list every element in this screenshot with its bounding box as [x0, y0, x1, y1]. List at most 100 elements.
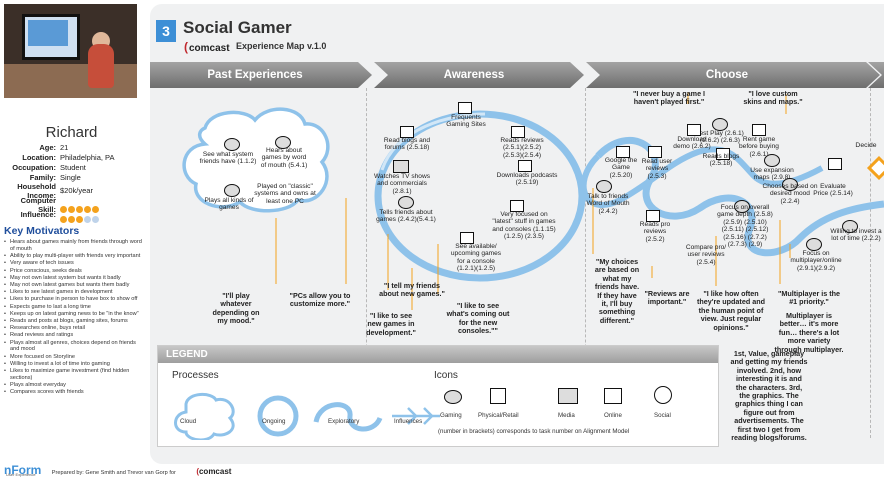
phase-awareness-bar	[374, 62, 584, 88]
key-motivator-item: Researches online, buys retail	[4, 325, 142, 332]
online-icon	[400, 126, 414, 138]
online-icon	[616, 146, 630, 158]
media-icon	[393, 160, 409, 173]
location-label: Location:	[22, 153, 56, 162]
physical-retail-icon	[460, 232, 474, 244]
cloud-symbol	[174, 393, 235, 440]
comcast-logo: (comcast	[184, 40, 230, 54]
family-label: Family:	[29, 173, 56, 182]
key-motivator-item: More focused on Storyline	[4, 354, 142, 361]
physical-retail-icon	[490, 388, 506, 404]
phase-past-bar	[150, 62, 372, 88]
key-motivators-list: Hears about games mainly from friends th…	[4, 239, 142, 397]
rating-dot	[68, 216, 75, 223]
icon-label-physical-retail: Physical/Retail	[478, 412, 519, 419]
gaming-icon	[806, 238, 822, 251]
online-icon	[687, 124, 701, 136]
process-label-exploratory: Exploratory	[328, 418, 360, 425]
choose-item: Focus on overall game depth (2.5.8)(2.5.…	[717, 204, 773, 249]
awareness-quote: "I like to see new games in development.…	[366, 311, 416, 337]
processes-title: Processes	[172, 370, 219, 381]
awareness-item: Read blogs and forums (2.5.18)	[383, 137, 431, 152]
past-experience-cloud	[182, 107, 330, 213]
choose-item: Use expansion maps (2.9.8)	[750, 167, 794, 182]
rating-dot	[92, 216, 99, 223]
key-motivator-item: Likes to see latest games in development	[4, 289, 142, 296]
rating-dot	[76, 206, 83, 213]
map-title: Social Gamer	[183, 18, 292, 37]
key-motivator-item: Plays almost all genres, choices depend …	[4, 340, 142, 354]
influence-label: Influence:	[20, 210, 56, 219]
social-icon	[275, 136, 291, 149]
choose-item: Willing to invest a lot of time (2.2.2)	[830, 228, 882, 243]
phase-arrows	[150, 62, 884, 88]
choose-item: Focus on multiplayer/online (2.9.1)(2.9.…	[790, 250, 842, 272]
awareness-item: Frequents Gaming Sites	[446, 114, 486, 129]
legend-title: LEGEND	[158, 346, 718, 363]
icon-label-online: Online	[604, 412, 622, 419]
key-motivator-item: Likes to purchase in person to have box …	[4, 296, 142, 303]
key-motivator-item: Very aware of tech issues	[4, 260, 142, 267]
key-motivator-item: Price conscious, seeks deals	[4, 268, 142, 275]
rating-dot	[60, 206, 67, 213]
legend-box: LEGEND Processes Cloud Ongoing Explorato…	[157, 345, 719, 447]
key-motivator-item: Likes to maximize game investment (find …	[4, 368, 142, 382]
choose-item: Talk to friends Word of Mouth (2.4.2)	[586, 193, 630, 215]
icon-label-social: Social	[654, 412, 671, 419]
phase-divider	[366, 88, 367, 438]
physical-retail-icon	[752, 124, 766, 136]
decide-label: Decide	[855, 142, 877, 149]
choose-item: Test Play (2.6.1)(2.6.2) (2.6.3)	[696, 130, 744, 145]
quote-arrows	[275, 92, 791, 310]
gaming-icon	[712, 118, 728, 131]
choose-quote: Multiplayer is better… it's more fun… th…	[774, 311, 844, 354]
awareness-quote: "I tell my friends about new games."	[379, 281, 445, 299]
rating-dot	[76, 216, 83, 223]
awareness-quote: "I like to see what's coming out for the…	[446, 301, 510, 336]
online-icon	[511, 126, 525, 138]
choose-item: Reads pro reviews (2.5.2)	[639, 221, 671, 243]
phase-past-label: Past Experiences	[207, 69, 303, 81]
income-label: Household Income:	[17, 182, 56, 200]
key-motivators-heading: Key Motivators	[4, 225, 80, 237]
social-icon	[596, 180, 612, 193]
process-label-ongoing: Ongoing	[262, 418, 286, 425]
exploratory-symbol	[313, 402, 383, 432]
choose-exploratory-path	[595, 136, 884, 257]
gaming-icon	[764, 154, 780, 167]
phase-divider	[585, 88, 586, 438]
awareness-item: Reads reviews (2.5.1)(2.5.2) (2.5.3)(2.5…	[500, 137, 544, 159]
legend-note: (number in brackets) corresponds to task…	[438, 428, 630, 435]
choose-exploratory-path	[580, 146, 824, 208]
awareness-item: See available/ upcoming games for a cons…	[450, 243, 502, 273]
nform-logo: nForm	[4, 463, 42, 477]
choose-quote: "I like how often they're updated and th…	[696, 289, 765, 332]
gaming-icon	[842, 220, 858, 233]
phase-divider	[870, 88, 871, 438]
icon-label-gaming: Gaming	[440, 412, 462, 419]
key-motivator-item: Willing to invest a lot of time into gam…	[4, 361, 142, 368]
income-value: $20k/year	[60, 186, 93, 195]
age-value: 21	[60, 143, 69, 152]
process-label-cloud: Cloud	[180, 418, 197, 425]
rating-dot	[84, 206, 91, 213]
online-icon	[648, 146, 662, 158]
process-label-influences: Influences	[394, 418, 423, 425]
computer-skill-rating	[60, 200, 100, 218]
footer-comcast-logo: (comcast	[196, 467, 232, 476]
online-icon	[604, 388, 622, 404]
process-symbols	[174, 393, 440, 440]
choose-quote: "Reviews are important."	[644, 289, 690, 307]
awareness-item: Tells friends about games (2.4.2)(5.4.1)	[376, 209, 436, 224]
phase-next-bar	[868, 62, 884, 88]
awareness-item: Watches TV shows and commercials (2.8.1)	[373, 173, 431, 195]
footer-credit: Prepared by: Gene Smith and Trevor van G…	[51, 470, 176, 476]
past-item: See what system friends have (1.1.2)	[199, 151, 257, 166]
persona-photo	[4, 4, 137, 98]
key-motivator-item: Keeps up on latest gaming news to be "in…	[4, 311, 142, 318]
phase-awareness-label: Awareness	[443, 69, 505, 81]
past-quote: "PCs allow you to customize more."	[289, 291, 351, 309]
ongoing-symbol	[257, 395, 299, 437]
choose-quote: "I love custom skins and maps."	[743, 89, 803, 107]
awareness-item: Very focused on "latest" stuff in games …	[492, 211, 556, 241]
